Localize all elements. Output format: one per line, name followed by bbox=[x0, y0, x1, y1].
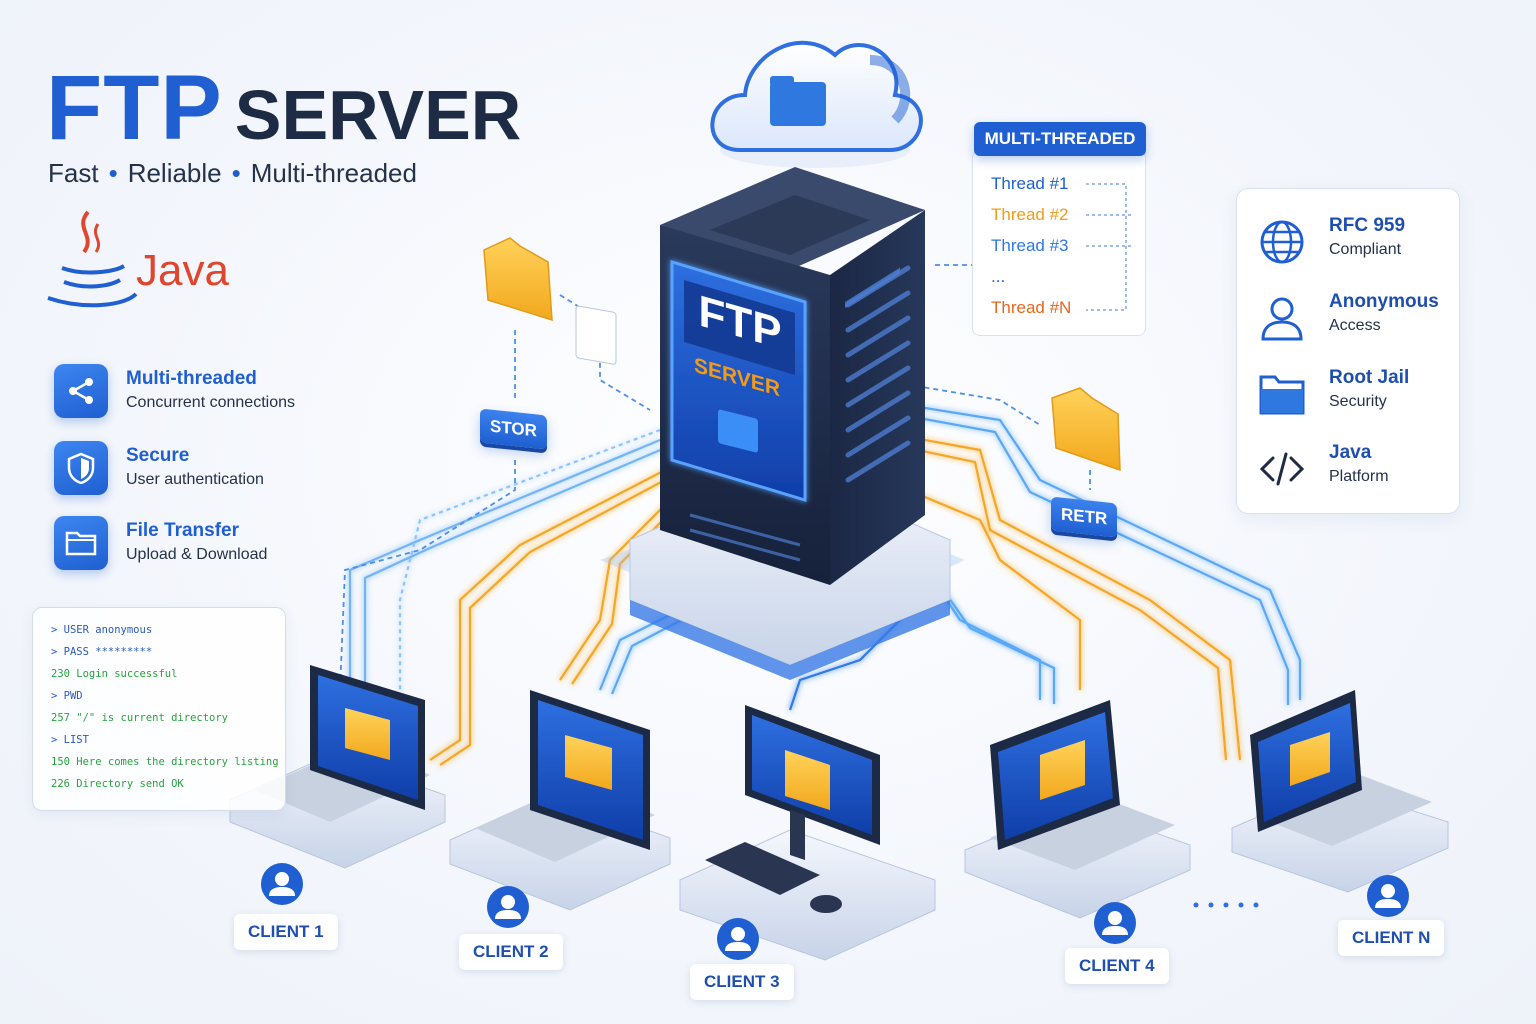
panel-item-root-jail: Root Jail Security bbox=[1259, 367, 1459, 427]
subtitle: Fast • Reliable • Multi-threaded bbox=[48, 158, 417, 189]
subtitle-separator: • bbox=[108, 158, 118, 188]
panel-item-subtitle: Platform bbox=[1329, 468, 1389, 485]
stor-command-tag: STOR bbox=[480, 408, 547, 450]
java-wordmark: Java bbox=[136, 246, 229, 295]
terminal-line: > USER anonymous bbox=[51, 624, 153, 636]
panel-item-java: Java Platform bbox=[1259, 442, 1459, 502]
feature-secure: Secure User authentication bbox=[54, 441, 354, 497]
thread-item: Thread #N bbox=[991, 298, 1072, 317]
terminal-line: > PWD bbox=[51, 690, 83, 702]
code-icon bbox=[1259, 452, 1305, 486]
ftp-terminal-log: > USER anonymous > PASS ********* 230 Lo… bbox=[32, 607, 286, 811]
feature-title: Multi-threaded bbox=[126, 368, 257, 389]
user-avatar-icon bbox=[261, 863, 303, 905]
terminal-line: 230 Login successful bbox=[51, 668, 178, 680]
client-label-2: CLIENT 2 bbox=[459, 934, 563, 970]
client-label-1: CLIENT 1 bbox=[234, 914, 338, 950]
thread-list-header: MULTI-THREADED bbox=[974, 122, 1146, 156]
panel-item-rfc: RFC 959 Compliant bbox=[1259, 215, 1459, 275]
panel-item-anonymous: Anonymous Access bbox=[1259, 291, 1459, 351]
download-folder-icon bbox=[1051, 387, 1121, 472]
client-label-4: CLIENT 4 bbox=[1065, 948, 1169, 984]
subtitle-word: Multi-threaded bbox=[250, 158, 417, 188]
client-2-laptop bbox=[449, 690, 671, 911]
subtitle-word: Reliable bbox=[127, 158, 222, 188]
thread-item: Thread #3 bbox=[991, 236, 1069, 255]
thread-item: Thread #2 bbox=[991, 205, 1069, 224]
client-label-3: CLIENT 3 bbox=[690, 964, 794, 1000]
upload-folder-icon bbox=[483, 237, 617, 365]
terminal-line: 150 Here comes the directory listing bbox=[51, 756, 279, 768]
client-label-n: CLIENT N bbox=[1338, 920, 1445, 956]
panel-item-title: Anonymous bbox=[1329, 291, 1439, 312]
shield-icon bbox=[54, 441, 108, 495]
terminal-line: > PASS ********* bbox=[51, 646, 153, 658]
panel-item-title: Root Jail bbox=[1329, 367, 1410, 388]
java-logo-icon bbox=[47, 210, 138, 308]
client-4-laptop bbox=[964, 700, 1191, 919]
user-avatar-icon bbox=[487, 886, 529, 928]
folder-icon bbox=[1259, 375, 1305, 415]
panel-item-subtitle: Access bbox=[1329, 317, 1381, 334]
retr-command-tag: RETR bbox=[1051, 496, 1118, 538]
feature-title: File Transfer bbox=[126, 520, 239, 541]
client-devices bbox=[229, 665, 1449, 961]
server-tower bbox=[660, 167, 925, 585]
thread-item: ... bbox=[991, 267, 1006, 286]
user-icon bbox=[1261, 297, 1303, 341]
connection-lines bbox=[348, 398, 1302, 766]
thread-item: Thread #1 bbox=[991, 174, 1069, 193]
panel-item-subtitle: Security bbox=[1329, 393, 1387, 410]
feature-file-transfer: File Transfer Upload & Download bbox=[54, 516, 354, 572]
panel-item-subtitle: Compliant bbox=[1329, 241, 1402, 258]
thread-list-panel bbox=[972, 150, 1146, 336]
subtitle-word: Fast bbox=[48, 158, 99, 188]
title-ftp: FTP bbox=[46, 57, 223, 159]
folder-icon bbox=[54, 516, 108, 570]
user-avatar-icon bbox=[717, 918, 759, 960]
title-server: SERVER bbox=[234, 76, 522, 154]
thread-connector-lines bbox=[1086, 183, 1131, 311]
terminal-line: 226 Directory send OK bbox=[51, 778, 184, 790]
user-avatar-icon bbox=[1367, 875, 1409, 917]
feature-subtitle: Upload & Download bbox=[126, 546, 268, 563]
feature-subtitle: Concurrent connections bbox=[126, 394, 295, 411]
feature-subtitle: User authentication bbox=[126, 471, 264, 488]
panel-item-title: Java bbox=[1329, 442, 1372, 463]
user-avatar-icon bbox=[1094, 902, 1136, 944]
share-icon bbox=[54, 364, 108, 418]
more-clients-dots bbox=[1193, 902, 1259, 908]
cloud-storage-icon bbox=[710, 40, 923, 168]
terminal-line: > LIST bbox=[51, 734, 89, 746]
terminal-line: 257 "/" is current directory bbox=[51, 712, 229, 724]
features-panel: RFC 959 Compliant Anonymous Access Root … bbox=[1236, 188, 1460, 514]
subtitle-separator: • bbox=[231, 158, 241, 188]
feature-title: Secure bbox=[126, 445, 190, 466]
client-n-laptop bbox=[1231, 690, 1449, 893]
feature-multi-threaded: Multi-threaded Concurrent connections bbox=[54, 364, 354, 420]
panel-item-title: RFC 959 bbox=[1329, 215, 1406, 236]
globe-icon bbox=[1260, 220, 1304, 264]
